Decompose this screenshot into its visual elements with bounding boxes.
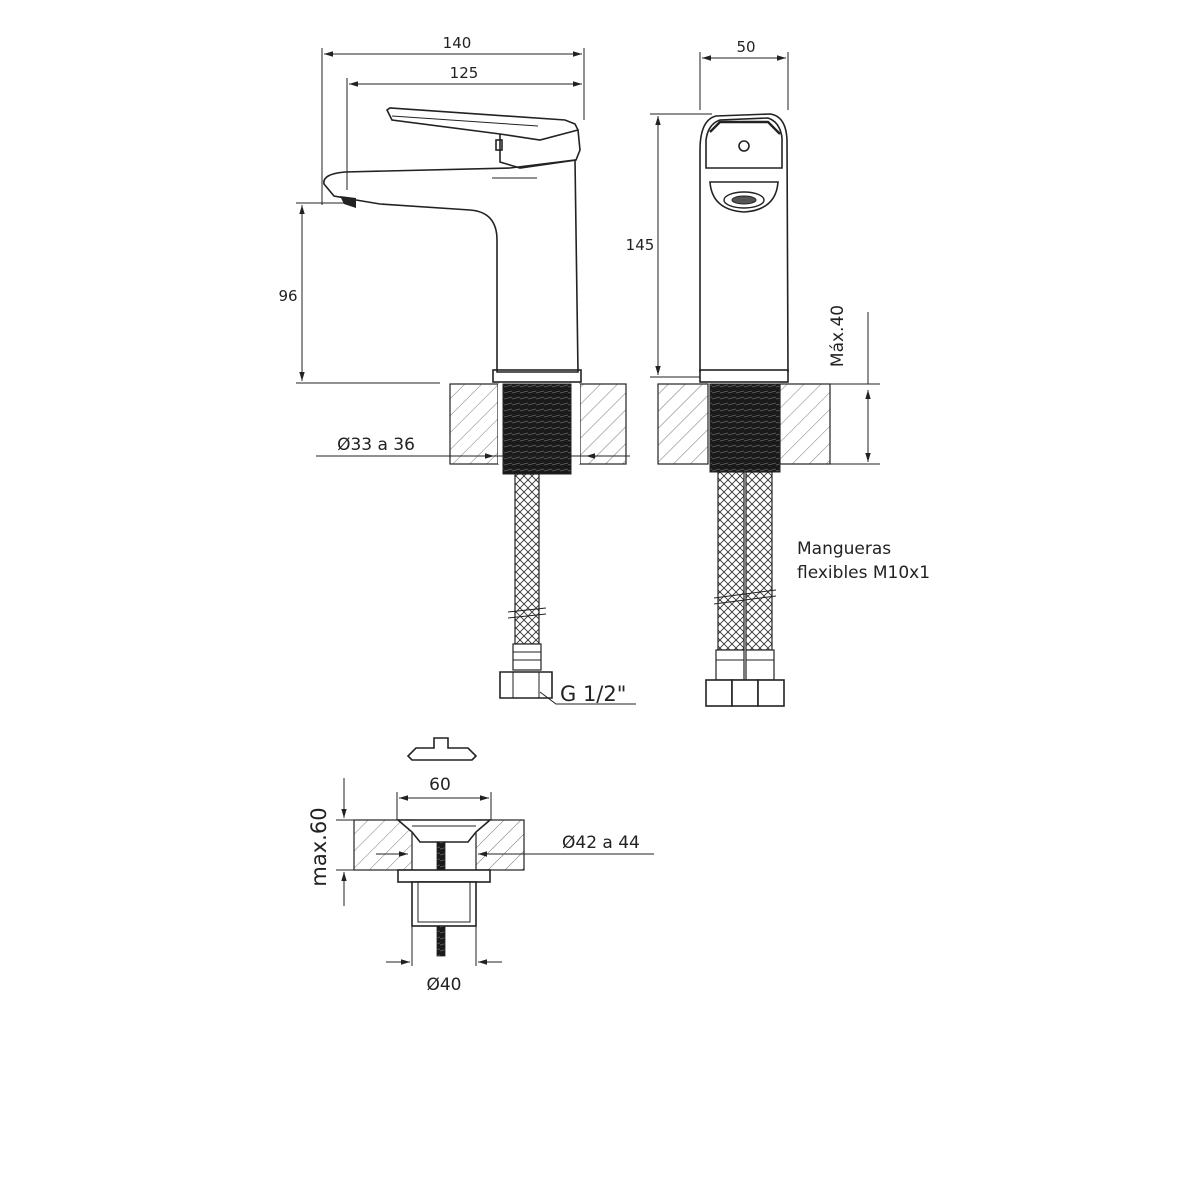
dimension-40: Ø40 [386, 926, 502, 995]
dimension-145: 145 [626, 113, 712, 378]
dimension-50-label: 50 [736, 38, 755, 56]
indicator-hole-icon [738, 140, 750, 152]
dimension-max-40-label: Máx.40 [828, 305, 848, 367]
dimension-drain-hole: Ø42 a 44 [376, 833, 654, 857]
drain-view: 60 max.60 Ø42 a 44 [307, 737, 654, 995]
dimension-max-60-label: max.60 [307, 807, 331, 886]
dimension-60-label: 60 [429, 775, 451, 795]
dimension-96: 96 [278, 202, 440, 384]
popup-cap [406, 737, 478, 761]
flexible-hose-side [499, 473, 553, 699]
connection-label-group: G 1/2" [539, 682, 636, 706]
dimension-hole-diameter: Ø33 a 36 [316, 435, 630, 459]
basin-section [353, 819, 525, 957]
dimension-hole-diameter-label: Ø33 a 36 [337, 435, 415, 455]
flexible-hoses-front [705, 471, 785, 707]
hoses-label-line2: flexibles M10x1 [797, 563, 930, 583]
dimension-max-40: Máx.40 [790, 305, 880, 465]
countertop-section-front [657, 383, 831, 473]
countertop-section-side [449, 383, 627, 475]
front-view: 50 145 [626, 38, 930, 707]
dimension-125-label: 125 [450, 64, 479, 82]
dimension-max-60: max.60 [307, 778, 354, 906]
connection-label: G 1/2" [560, 682, 626, 706]
hoses-label-line1: Mangueras [797, 539, 891, 559]
dimension-drain-hole-label: Ø42 a 44 [562, 833, 640, 853]
faucet-front-silhouette [699, 113, 789, 383]
dimension-125: 125 [346, 64, 582, 190]
dimension-96-label: 96 [278, 287, 297, 305]
side-view: 140 125 96 [278, 34, 636, 706]
faucet-side-silhouette [323, 107, 582, 383]
dimension-40-label: Ø40 [426, 975, 461, 995]
dimension-140: 140 [321, 34, 585, 205]
dimension-50: 50 [699, 38, 789, 110]
dimension-60: 60 [396, 775, 492, 820]
dimension-145-label: 145 [626, 236, 655, 254]
dimension-140-label: 140 [443, 34, 472, 52]
